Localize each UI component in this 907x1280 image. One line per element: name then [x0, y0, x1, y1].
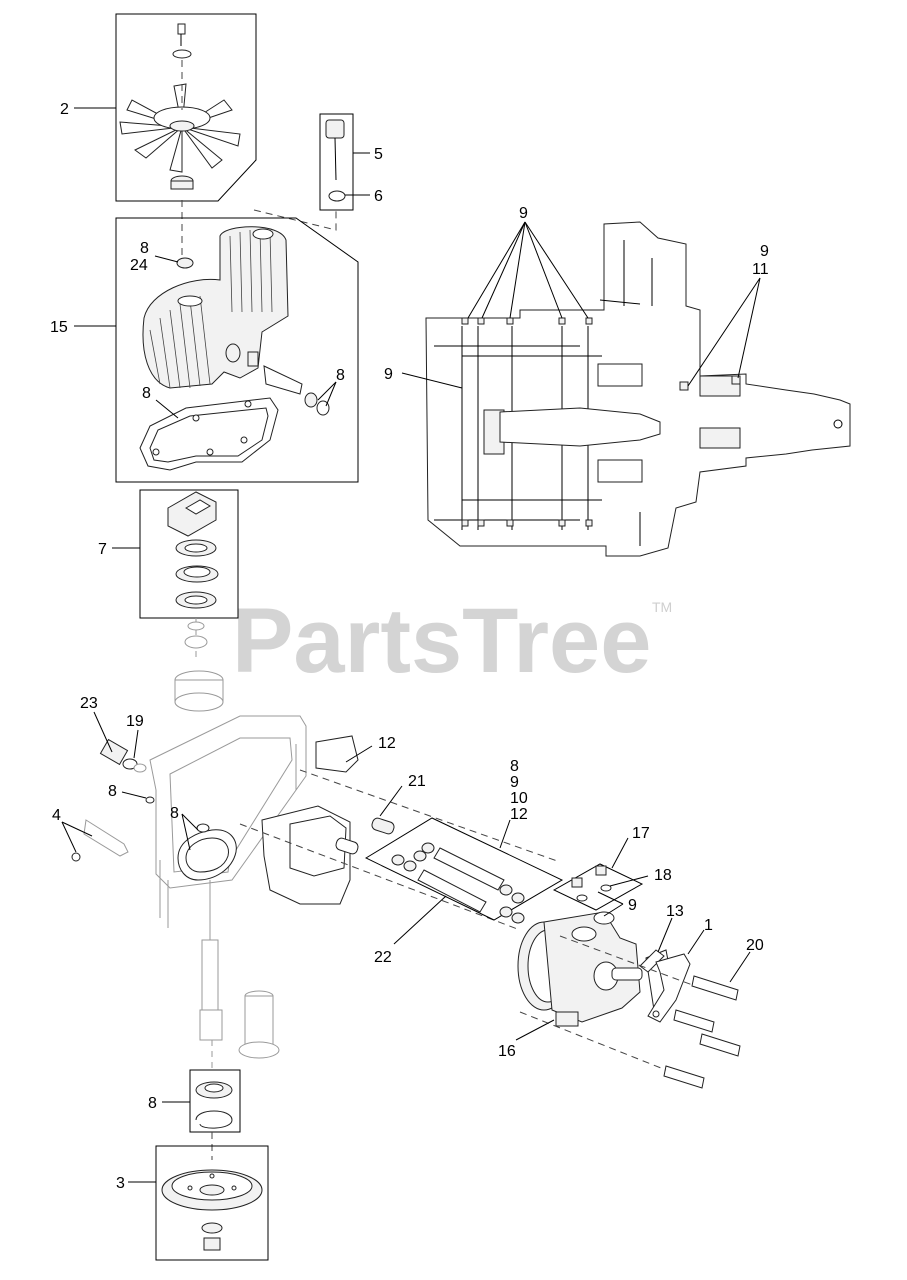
callout-13: 13	[666, 903, 684, 920]
callout-8: 8	[336, 367, 345, 384]
callout-7: 7	[98, 541, 107, 558]
callout-24: 24	[130, 257, 148, 274]
bolt-set[interactable]	[519, 935, 741, 1089]
callout-18: 18	[654, 867, 672, 884]
bearing-assembly[interactable]	[139, 489, 239, 619]
callout-8: 8	[510, 758, 519, 775]
watermark-text: PartsTree	[232, 590, 651, 692]
callout-17: 17	[632, 825, 650, 842]
fitting-part[interactable]	[99, 738, 147, 773]
callout-6: 6	[374, 188, 383, 205]
leader-lines	[61, 107, 761, 1183]
pulley-assembly[interactable]	[155, 1145, 269, 1261]
fan-assembly[interactable]	[115, 13, 257, 202]
callout-8: 8	[142, 385, 151, 402]
callout-12: 12	[510, 806, 528, 823]
seal-ring-part[interactable]	[177, 823, 237, 881]
callout-labels: 2 5 6 8 24 15 8 8 7 9 9 11 9 23 19 8 4 8…	[50, 101, 769, 1192]
lower-bearing-box[interactable]	[189, 1069, 241, 1133]
plug-kit-box[interactable]	[552, 863, 644, 911]
callout-9: 9	[384, 366, 393, 383]
watermark-trademark: TM	[652, 599, 672, 615]
callout-5: 5	[374, 146, 383, 163]
callout-10: 10	[510, 790, 528, 807]
callout-12: 12	[378, 735, 396, 752]
callout-1: 1	[704, 917, 713, 934]
callout-16: 16	[498, 1043, 516, 1060]
callout-8: 8	[148, 1095, 157, 1112]
control-lever-part[interactable]	[71, 796, 155, 862]
callout-9: 9	[519, 205, 528, 222]
dipstick-assembly[interactable]	[319, 113, 354, 211]
callout-23: 23	[80, 695, 98, 712]
callout-9: 9	[628, 897, 637, 914]
callout-11: 11	[752, 261, 769, 278]
callout-20: 20	[746, 937, 764, 954]
callout-21: 21	[408, 773, 426, 790]
callout-9: 9	[510, 774, 519, 791]
callout-8: 8	[140, 240, 149, 257]
pin-kit-box[interactable]	[364, 817, 564, 924]
callout-3: 3	[116, 1175, 125, 1192]
end-cap-part[interactable]	[239, 735, 561, 931]
callout-4: 4	[52, 807, 61, 824]
cutaway-section-view[interactable]	[425, 221, 851, 557]
callout-15: 15	[50, 319, 68, 336]
callout-22: 22	[374, 949, 392, 966]
callout-8: 8	[108, 783, 117, 800]
callout-8: 8	[170, 805, 179, 822]
callout-9: 9	[760, 243, 769, 260]
callout-2: 2	[60, 101, 69, 118]
control-arm-part[interactable]	[639, 949, 691, 1023]
callout-19: 19	[126, 713, 144, 730]
housing-assembly[interactable]	[115, 217, 359, 483]
pump-body-part[interactable]	[517, 911, 675, 1027]
